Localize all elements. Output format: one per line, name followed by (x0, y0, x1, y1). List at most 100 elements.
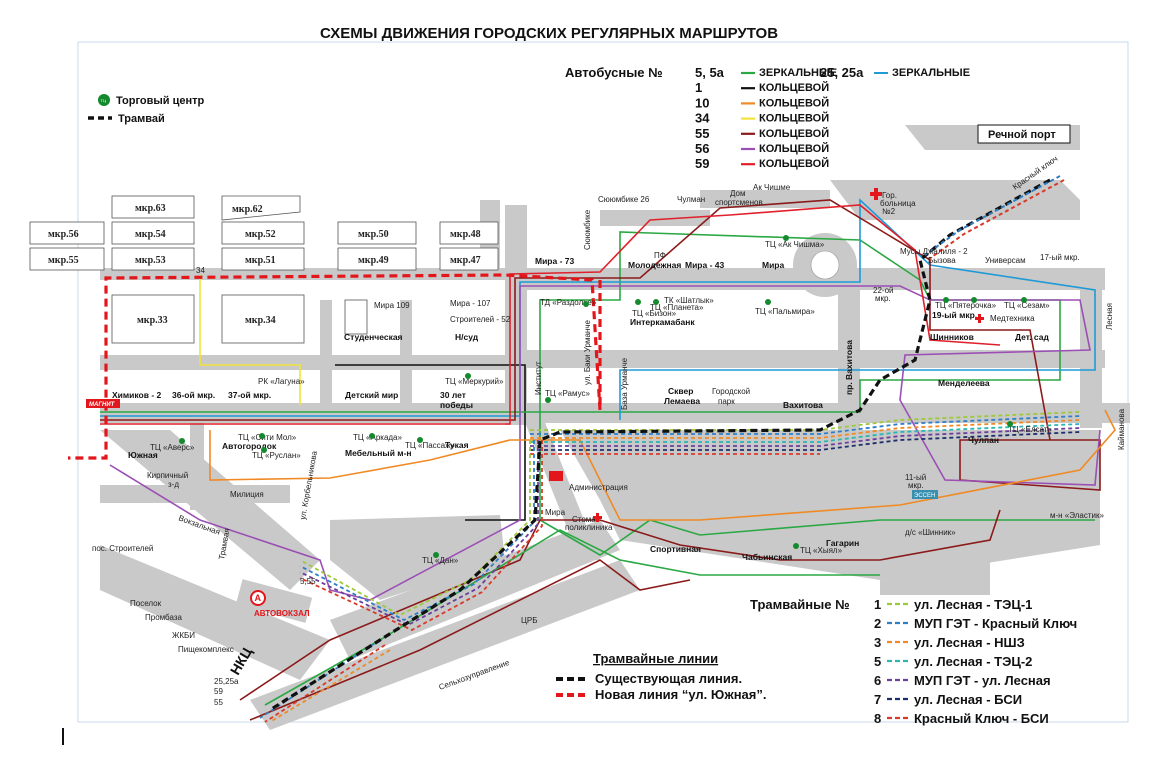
stop-label: Мусы Джалиля - 2 (900, 247, 968, 256)
stop-label: Поселок (130, 599, 162, 608)
tram-route-number: 7 (874, 692, 881, 707)
administration-icon (549, 471, 563, 481)
bus-route-number: 55 (695, 126, 709, 141)
tram-route-name: ул. Лесная - БСИ (914, 692, 1022, 707)
stop-label: поликлиника (565, 523, 613, 532)
block-label: мкр.50 (358, 229, 389, 240)
stop-label: Автогородок (222, 441, 277, 451)
stop-label: 36-ой мкр. (172, 390, 215, 400)
tram-route-number: 8 (874, 711, 881, 726)
stop-label: Интеркамабанк (630, 317, 695, 327)
shopping-center-icon (583, 301, 589, 307)
stop-label: Милиция (230, 490, 264, 499)
tram-legend-existing: Существующая линия. (595, 671, 742, 686)
tram-route-name: МУП ГЭТ - ул. Лесная (914, 673, 1051, 688)
shopping-center-icon (179, 438, 185, 444)
bus-route-kind: КОЛЬЦЕВОЙ (759, 157, 829, 170)
stop-label: м-н «Эластик» (1050, 511, 1104, 520)
stop-label: Молодежная (628, 260, 681, 270)
stop-label: №2 (882, 207, 896, 216)
shopping-center-icon (417, 437, 423, 443)
stop-label: пос. Строителей (92, 544, 153, 553)
stop-label: Гор. (882, 191, 897, 200)
stop-label: Менделеева (938, 378, 990, 388)
stop-label: Администрация (569, 483, 628, 492)
stop-label: ТЦ «Аверс» (150, 443, 195, 452)
block-label: мкр.33 (137, 315, 168, 326)
stop-labels: 34 Студенческая Мира 109 Мира - 107 Стро… (86, 154, 1126, 707)
stop-label: ул. Баки Урманче (583, 319, 592, 385)
stop-label: Мира (762, 260, 784, 270)
stop-label: Шинников (930, 332, 974, 342)
stop-label: з-д (168, 480, 179, 489)
shopping-center-icon (971, 297, 977, 303)
stop-label: ТЦ «Сити Мол» (238, 433, 297, 442)
shopping-center-icon (261, 447, 267, 453)
bus-route-number: 34 (695, 111, 710, 126)
block-label: мкр.54 (135, 229, 166, 240)
bus-routes (100, 198, 1116, 721)
bus-legend-extra: 25, 25а ЗЕРКАЛЬНЫЕ (820, 65, 970, 80)
stop-label: Дом (730, 189, 745, 198)
hospital-icons (549, 188, 984, 522)
tram-routes-header: Трамвайные № (750, 597, 850, 612)
stop-label: Сююмбике 26 (598, 195, 650, 204)
tram-route-name: ул. Лесная - НШЗ (914, 635, 1025, 650)
block-label: мкр.48 (450, 229, 481, 240)
bus-station-label: АВТОВОКЗАЛ (254, 609, 310, 618)
shopping-center-icon (433, 552, 439, 558)
stop-label: 30 лет (440, 390, 466, 400)
stop-label: ТЦ «Елсат» (1008, 425, 1052, 434)
block-labels: мкр.63 мкр.62 мкр.56 мкр.54 мкр.52 мкр.5… (48, 203, 481, 326)
bus-route-kind: КОЛЬЦЕВОЙ (759, 127, 829, 140)
stop-label: Сквер (668, 386, 693, 396)
stop-label: 55 (214, 698, 223, 707)
bus-route-number: 59 (695, 156, 709, 171)
stop-label: ТЦ «Бизон» (632, 309, 677, 318)
bus-route-kind: ЗЕРКАЛЬНЫЕ (759, 67, 837, 79)
stop-label: Городской (712, 387, 750, 396)
tram-route-name: ул. Лесная - ТЭЦ-2 (914, 654, 1032, 669)
shopping-center-icon (545, 397, 551, 403)
map-title: СХЕМЫ ДВИЖЕНИЯ ГОРОДСКИХ РЕГУЛЯРНЫХ МАРШ… (320, 25, 778, 42)
tram-route-number: 5 (874, 654, 881, 669)
tram-route-name: Красный Ключ - БСИ (914, 711, 1049, 726)
bus-route-kind: КОЛЬЦЕВОЙ (759, 81, 829, 94)
stop-label: Кирпичный (147, 471, 188, 480)
stop-label: ТД «Раздолье» (540, 298, 597, 307)
block-label: мкр.49 (358, 255, 389, 266)
stop-label: ТЦ «Ак Чишма» (765, 240, 825, 249)
stop-label: 34 (196, 266, 205, 275)
block-label: мкр.34 (245, 315, 276, 326)
stop-label: д/с «Шинник» (905, 528, 956, 537)
tram-route-number: 3 (874, 635, 881, 650)
bus-route-kind: КОЛЬЦЕВОЙ (759, 142, 829, 155)
stop-label: ЖКБИ (172, 631, 195, 640)
block-label: мкр.63 (135, 203, 166, 214)
hospital-icon (593, 513, 602, 522)
microdistrict-blocks (29, 195, 499, 344)
stop-label: ТЦ «Руслан» (252, 451, 301, 460)
stop-label: больница (880, 199, 916, 208)
magnit-label: МАГНИТ (89, 402, 116, 408)
bus-legend-header: Автобусные № (565, 65, 663, 80)
bus-route-number: 10 (695, 95, 709, 110)
bus-route-kind: КОЛЬЦЕВОЙ (759, 112, 829, 125)
stop-label: ТЦ «Пальмира» (755, 307, 815, 316)
bus-route-kind: КОЛЬЦЕВОЙ (759, 96, 829, 109)
stop-label: Каймановa (1117, 408, 1126, 450)
shopping-center-icon (783, 235, 789, 241)
stop-label: ПФ (654, 251, 666, 260)
hospital-icon (870, 188, 882, 200)
stop-label: Мира - 43 (685, 260, 725, 270)
shopping-center-dots (179, 235, 1027, 558)
stop-label: База Урманче (620, 357, 629, 410)
shopping-center-icon (1007, 421, 1013, 427)
stop-label: ТЦ «Планета» (650, 303, 704, 312)
stop-label: Мира - 73 (535, 256, 575, 266)
stop-label: ТК «Шатлык» (664, 296, 714, 305)
stop-label: Промбаза (145, 613, 182, 622)
